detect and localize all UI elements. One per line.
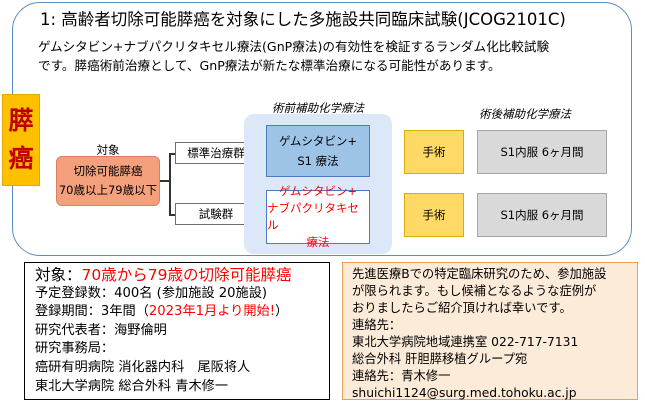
period-suffix: ） [275, 304, 289, 320]
trial-description-line2: です。膵癌術前治療として、GnP療法が新たな標準治療になる可能性があります。 [38, 58, 501, 73]
neoadjuvant-standard-box: ゲムシタビン+ S1 療法 [266, 125, 370, 177]
neoadjuvant-experimental-box: ゲムシタビン+ ナブパクリタキセル 療法 [266, 184, 370, 249]
cancer-type-tag: 膵 癌 [2, 94, 40, 186]
target-summary-label: 対象： [35, 266, 82, 284]
connector-vertical [169, 153, 171, 214]
target-condition: 切除可能膵癌 [73, 164, 143, 178]
trial-description-line1: ゲムシタビン+ナブパクリタキセル療法(GnP療法)の有効性を検証するランダム化比… [38, 39, 550, 54]
office-member2: 東北大学病院 総合外科 青木修一 [35, 378, 229, 394]
target-population-box: 切除可能膵癌 70歳以上79歳以下 [56, 156, 160, 206]
neo-exp-line3: 療法 [306, 235, 330, 249]
contact-person: 連絡先：青木修一 [352, 369, 451, 383]
surgery-box-standard: 手術 [404, 130, 464, 174]
target-label: 対象 [96, 143, 120, 157]
connector-target-split [160, 180, 170, 182]
neo-exp-line2: ナブパクリタキセル [267, 201, 359, 232]
target-age: 70歳以上79歳以下 [58, 183, 158, 197]
neo-exp-line1: ゲムシタビン+ [278, 184, 358, 198]
neo-std-line2: S1 療法 [297, 154, 339, 168]
period-highlight: 2023年1月より開始! [148, 304, 275, 320]
adjuvant-label: 術後補助化学療法 [479, 107, 571, 121]
contact-note-line3: おりましたらご紹介頂ければ幸いです。 [352, 301, 572, 315]
contact-email: shuichi1124@surg.med.tohoku.ac.jp [352, 386, 577, 400]
neo-std-line1: ゲムシタビン+ [278, 134, 358, 148]
contact-box: 先進医療Bでの特定臨床研究のため、参加施設 が限られます。もし候補となるような症… [342, 262, 638, 400]
neoadjuvant-label: 術前補助化学療法 [272, 101, 364, 115]
contact-department: 総合外科 肝胆膵移植グループ宛 [352, 352, 528, 366]
target-summary: 対象：70歳から79歳の切除可能膵癌 [35, 266, 329, 285]
cancer-tag-char1: 膵 [8, 106, 34, 135]
adjuvant-box-standard: S1内服 6ヶ月間 [477, 130, 607, 174]
contact-label: 連絡先： [352, 318, 402, 332]
cancer-tag-char2: 癌 [8, 144, 34, 173]
period-line: 登録期間：3年間（2023年1月より開始!） [35, 303, 329, 322]
contact-note-line1: 先進医療Bでの特定臨床研究のため、参加施設 [352, 267, 607, 281]
trial-info-box: 対象：70歳から79歳の切除可能膵癌 予定登録数：400名 (参加施設 20施設… [24, 262, 330, 400]
contact-note-line2: が限られます。もし候補となるような症例が [352, 284, 597, 298]
target-summary-value: 70歳から79歳の切除可能膵癌 [81, 266, 292, 284]
adjuvant-box-experimental: S1内服 6ヶ月間 [477, 193, 607, 237]
office-member1: 癌研有明病院 消化器内科 尾阪将人 [35, 359, 251, 375]
enrollment-line: 予定登録数：400名 (参加施設 20施設) [35, 285, 268, 301]
surgery-box-experimental: 手術 [404, 193, 464, 237]
period-prefix: 登録期間：3年間（ [35, 304, 149, 320]
contact-organization: 東北大学病院地域連携室 022-717-7131 [352, 335, 579, 349]
representative-line: 研究代表者：海野倫明 [35, 322, 167, 338]
trial-title: 1: 高齢者切除可能膵癌を対象にした多施設共同臨床試験(JCOG2101C) [40, 10, 566, 29]
standard-arm-label: 標準治療群 [175, 142, 257, 164]
office-label: 研究事務局： [35, 341, 115, 357]
